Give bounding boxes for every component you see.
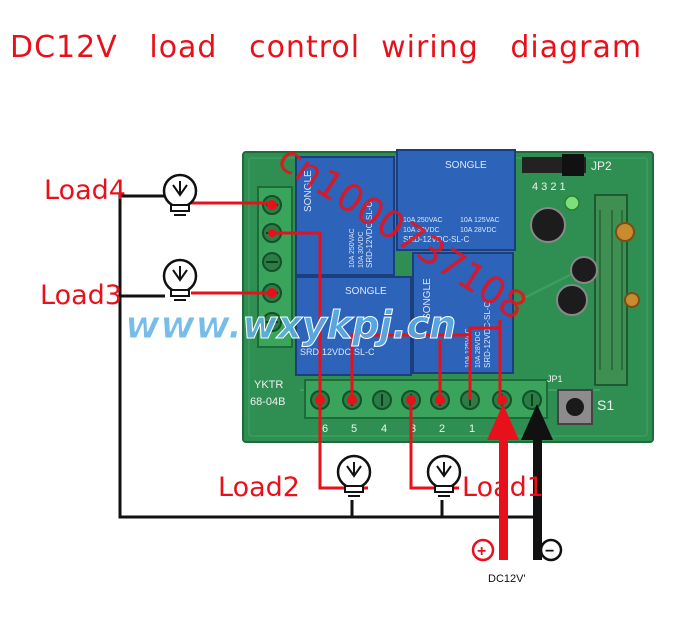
pin-label: 1: [469, 423, 475, 435]
bottom-terminal-block: [304, 379, 548, 419]
relay-spec: 10A 250VAC: [349, 228, 356, 268]
relay-spec: 10A 125VAC: [460, 217, 500, 224]
positive-arrow: [487, 404, 519, 560]
lamp-icon: [426, 454, 462, 497]
screw-terminal: [262, 312, 282, 332]
diagram-title: DC12V load control wiring diagram: [10, 30, 643, 65]
led-indicator: [564, 195, 580, 211]
relay-spec: 10A 250VAC: [403, 217, 443, 224]
screw-terminal: [522, 390, 542, 410]
relay-model: SRD-12VDC-SL-C: [365, 202, 374, 268]
jp2-pins: 4 3 2 1: [532, 181, 566, 193]
jp1-label: JP1: [547, 374, 563, 384]
relay-top-right: SONGLE SRD-12VDC-SL-C 10A 250VAC 10A 125…: [396, 149, 516, 251]
pin-label: 6: [322, 423, 328, 435]
lamp-icon: [162, 173, 198, 216]
relay-brand: SONGLE: [445, 160, 487, 171]
pin-label: 4: [381, 423, 387, 435]
pin-label: 2: [439, 423, 445, 435]
model-line2: 68-04B: [250, 396, 285, 408]
load3-label: Load3: [40, 280, 122, 311]
load2-label: Load2: [218, 472, 300, 503]
relay-spec: 10A 28VDC: [460, 227, 497, 234]
lamp-icon: [336, 454, 372, 497]
reset-button-s1: S1 JP1: [547, 374, 614, 425]
plus-symbol-icon: +: [471, 538, 495, 562]
receiver-module: [594, 194, 628, 386]
relay-model: SRD-12VDC-SL-C: [483, 302, 492, 368]
relay-brand: SONGLE: [345, 286, 387, 297]
relay-brand: SONGLE: [303, 170, 314, 212]
bottom-pin-numbers: 6 5 4 3 2 1: [322, 423, 475, 435]
jp2-header: 4 3 2 1 JP2: [522, 154, 612, 193]
connection-dots: [267, 200, 507, 405]
board-model: YKTR 68-04B: [250, 379, 285, 408]
load4-label: Load4: [44, 175, 126, 206]
screw-terminal: [372, 390, 392, 410]
relay-spec: 10A 30VDC: [403, 227, 440, 234]
relay-spec: 10A 28VDC: [475, 331, 482, 368]
power-label: DC12V': [488, 573, 526, 585]
pin-label: 5: [351, 423, 357, 435]
plus-text: +: [477, 543, 486, 560]
minus-symbol-icon: −: [539, 538, 563, 562]
relay-brand: SONGLE: [422, 278, 433, 320]
relay-spec: 10A 30VDC: [358, 231, 365, 268]
s1-label: S1: [597, 397, 614, 413]
relay-model: SRD-12VDC-SL-C: [300, 347, 375, 357]
minus-text: −: [545, 543, 554, 560]
relay-bottom-right: SONGLE SRD-12VDC-SL-C 10A 125VAC 10A 28V…: [412, 252, 514, 374]
pin-label: 3: [410, 423, 416, 435]
load1-label: Load1: [462, 472, 544, 503]
screw-terminal: [262, 252, 282, 272]
relay-model: SRD-12VDC-SL-C: [403, 235, 469, 244]
model-line1: YKTR: [254, 379, 283, 391]
jp2-label: JP2: [591, 159, 612, 173]
negative-arrow: [521, 404, 553, 560]
coil-inductor: [615, 222, 640, 308]
relay-top-left: SONGLE SRD-12VDC-SL-C 10A 250VAC 10A 30V…: [295, 156, 395, 276]
site-watermark: www.wxykpj.cn: [125, 303, 456, 347]
capacitor: [530, 207, 598, 316]
lamp-icon: [162, 258, 198, 301]
